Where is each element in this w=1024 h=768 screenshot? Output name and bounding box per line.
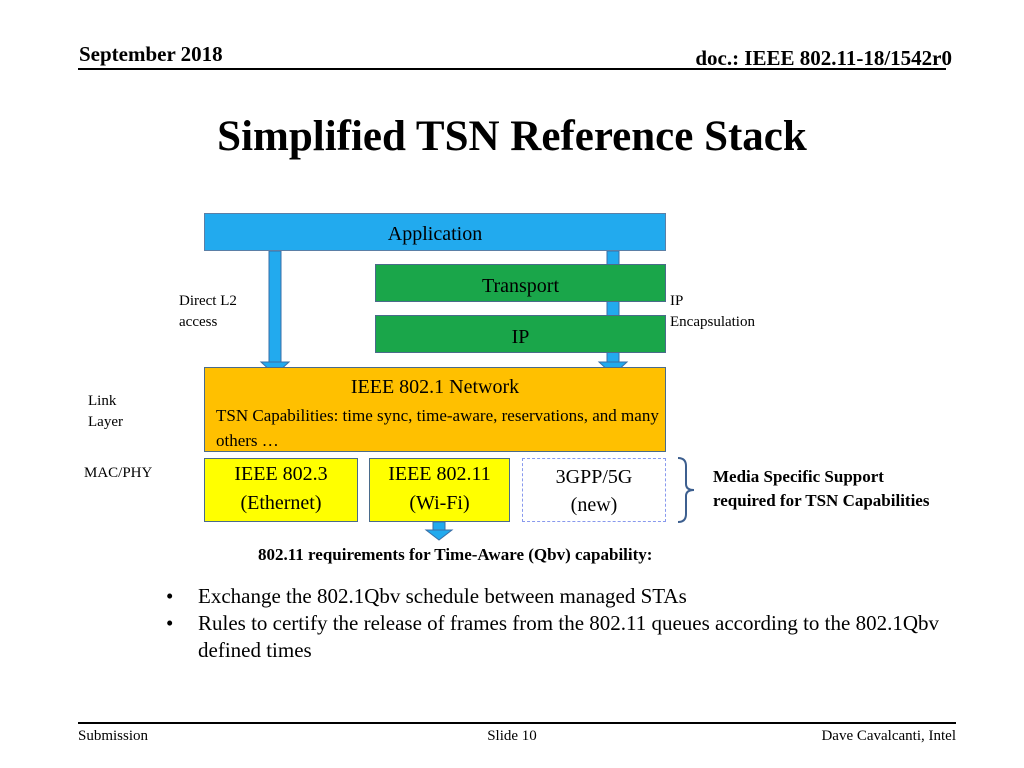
direct-l2-label: Direct L2 access	[179, 291, 237, 333]
footer-author: Dave Cavalcanti, Intel	[821, 728, 956, 744]
3gpp-5g-box: 3GPP/5G (new)	[522, 458, 666, 522]
bullet-icon: •	[166, 611, 174, 635]
ethernet-line2: (Ethernet)	[240, 492, 322, 514]
header-divider	[78, 68, 946, 70]
footer-slide-number: Slide 10	[487, 728, 537, 744]
wifi-line2: (Wi-Fi)	[409, 492, 470, 514]
footer-submission: Submission	[78, 728, 149, 744]
ieee-802-1-network-layer: IEEE 802.1 Network TSN Capabilities: tim…	[204, 367, 666, 452]
wifi-line1: IEEE 802.11	[388, 463, 491, 485]
link-layer-line1: Link	[88, 393, 117, 409]
media-brace	[677, 457, 695, 523]
ip-layer: IP	[375, 315, 666, 353]
transport-layer: Transport	[375, 264, 666, 302]
network-description: TSN Capabilities: time sync, time-aware,…	[216, 406, 659, 450]
media-line1: Media Specific Support	[713, 467, 884, 486]
mac-phy-label: MAC/PHY	[84, 465, 153, 481]
application-layer: Application	[204, 213, 666, 251]
wifi-down-arrow	[424, 521, 454, 541]
ip-encap-line2: Encapsulation	[670, 314, 755, 330]
requirements-list: • Exchange the 802.1Qbv schedule between…	[166, 583, 946, 664]
direct-l2-line1: Direct L2	[179, 293, 237, 309]
header-date: September 2018	[79, 42, 223, 66]
media-line2: required for TSN Capabilities	[713, 491, 930, 510]
ethernet-line1: IEEE 802.3	[234, 463, 328, 485]
requirements-heading: 802.11 requirements for Time-Aware (Qbv)…	[258, 545, 653, 564]
link-layer-label: Link Layer	[88, 391, 123, 433]
header-doc-id: doc.: IEEE 802.11-18/1542r0	[695, 46, 952, 70]
g5-line1: 3GPP/5G	[555, 466, 633, 488]
bullet-icon: •	[166, 584, 174, 608]
link-layer-line2: Layer	[88, 414, 123, 430]
slide-title: Simplified TSN Reference Stack	[217, 113, 807, 160]
direct-l2-arrow	[259, 250, 291, 376]
g5-line2: (new)	[570, 494, 618, 516]
ethernet-box: IEEE 802.3 (Ethernet)	[204, 458, 358, 522]
footer-divider	[78, 722, 956, 724]
list-item: • Rules to certify the release of frames…	[166, 610, 946, 664]
ip-encap-line1: IP	[670, 293, 684, 309]
bullet-text: Exchange the 802.1Qbv schedule between m…	[198, 584, 687, 608]
wifi-box: IEEE 802.11 (Wi-Fi)	[369, 458, 510, 522]
direct-l2-line2: access	[179, 314, 218, 330]
ip-encapsulation-label: IP Encapsulation	[670, 291, 755, 333]
media-specific-note: Media Specific Support required for TSN …	[713, 465, 929, 513]
network-title: IEEE 802.1 Network	[350, 376, 520, 398]
bullet-text: Rules to certify the release of frames f…	[198, 611, 939, 662]
list-item: • Exchange the 802.1Qbv schedule between…	[166, 583, 946, 610]
